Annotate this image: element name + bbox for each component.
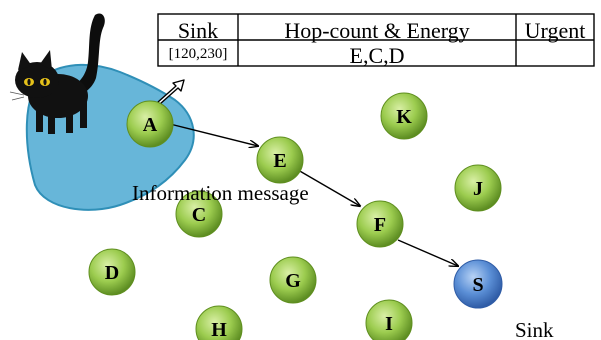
- black-cat-icon: [9, 13, 105, 134]
- node-a: A: [126, 100, 174, 148]
- node-k-label: K: [396, 106, 412, 128]
- node-j: J: [454, 164, 502, 212]
- table-header-sink: Sink: [178, 18, 218, 43]
- route-arrow-a-e: [169, 123, 258, 146]
- node-s-label: S: [472, 274, 483, 296]
- node-f: F: [356, 200, 404, 248]
- node-g-label: G: [285, 270, 301, 292]
- node-c: C: [175, 190, 223, 238]
- route-arrows: [169, 123, 458, 266]
- node-i: I: [365, 299, 413, 340]
- node-e-label: E: [273, 150, 286, 172]
- node-g: G: [269, 256, 317, 304]
- node-c-label: C: [192, 204, 206, 226]
- table-value-sink: [120,230]: [169, 46, 228, 62]
- node-h-label: H: [211, 319, 227, 340]
- information-message-label: Information message: [132, 181, 309, 205]
- table-header-urgent: Urgent: [525, 18, 586, 43]
- node-j-label: J: [473, 178, 483, 200]
- packet-header-table: Sink Hop-count & Energy Urgent [120,230]…: [157, 13, 595, 68]
- route-arrow-f-s: [397, 239, 458, 266]
- sink-label: Sink: [515, 318, 554, 340]
- table-value-hop-energy: E,C,D: [350, 43, 405, 68]
- node-d: D: [88, 248, 136, 296]
- node-e: E: [256, 136, 304, 184]
- node-h: H: [195, 305, 243, 340]
- table-header-hop-energy: Hop-count & Energy: [284, 18, 469, 43]
- node-f-label: F: [374, 214, 386, 236]
- node-i-label: I: [385, 313, 393, 335]
- packet-pointer-arrow: [157, 79, 185, 105]
- node-a-label: A: [143, 114, 158, 136]
- route-arrow-e-f: [297, 169, 360, 206]
- node-s-sink: S: [453, 259, 503, 309]
- node-k: K: [380, 92, 428, 140]
- node-d-label: D: [105, 262, 119, 284]
